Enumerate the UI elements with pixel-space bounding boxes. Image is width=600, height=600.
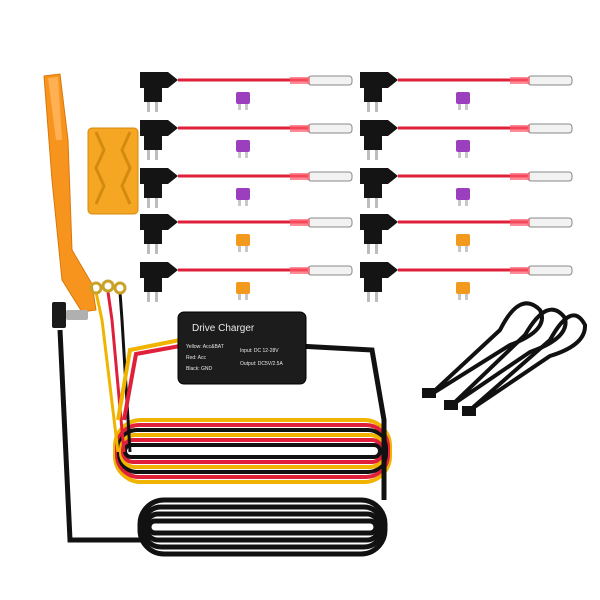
usb-c-plug	[52, 302, 88, 328]
spare-fuse	[456, 234, 470, 252]
spare-fuse	[236, 92, 250, 110]
box-legend-yellow: Yellow: Acc&BAT	[186, 344, 224, 350]
fuse-puller	[87, 127, 139, 215]
box-title: Drive Charger	[192, 323, 255, 334]
spare-fuse	[456, 140, 470, 158]
spare-fuse	[236, 140, 250, 158]
fuse-tap	[140, 168, 353, 208]
spare-fuse	[236, 282, 250, 300]
fuse-tap	[360, 120, 573, 160]
usb-c-cable	[57, 329, 388, 557]
fuse-tap	[140, 120, 353, 160]
fuse-tap	[140, 262, 353, 302]
spare-fuse	[236, 188, 250, 206]
box-legend-red: Red: Acc	[186, 355, 207, 361]
spare-fuse	[456, 188, 470, 206]
zip-ties	[422, 301, 587, 416]
box-output-spec: Output: DC5V/2.5A	[240, 361, 283, 367]
spare-fuse	[456, 92, 470, 110]
fuse-tap	[140, 214, 353, 254]
fuse-tap	[140, 72, 353, 112]
fuse-tap	[360, 214, 573, 254]
spare-fuse	[456, 282, 470, 300]
trim-pry-tool	[43, 73, 97, 313]
box-legend-black: Black: GND	[186, 366, 213, 372]
fuse-tap	[360, 262, 573, 302]
wire-terminals	[89, 279, 127, 295]
fuse-tap	[360, 72, 573, 112]
coiled-power-wires	[94, 291, 392, 484]
hardwire-box: Drive Charger Yellow: Acc&BAT Red: Acc B…	[177, 311, 307, 385]
spare-fuse	[236, 234, 250, 252]
box-input-spec: Input: DC 12-28V	[240, 348, 279, 354]
fuse-tap	[360, 168, 573, 208]
fuse-tap-group	[140, 72, 573, 302]
